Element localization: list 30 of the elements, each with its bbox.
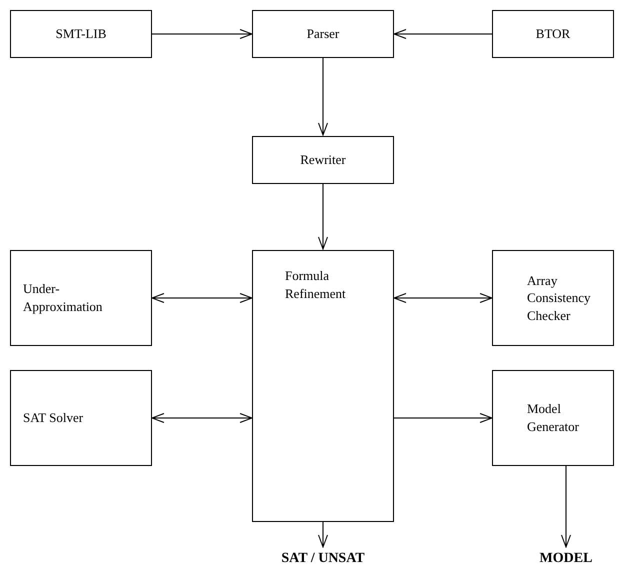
output-label: MODEL — [526, 548, 606, 570]
node-label: Rewriter — [300, 151, 346, 169]
arrow — [394, 29, 492, 39]
process-box — [10, 250, 152, 346]
arrow — [152, 413, 252, 423]
arrow — [394, 293, 492, 303]
arrow — [318, 522, 328, 548]
process-box — [10, 370, 152, 466]
node-label: Parser — [306, 25, 340, 43]
node-label: Formula Refinement — [285, 267, 347, 302]
process-box — [252, 136, 394, 184]
process-box — [10, 10, 152, 58]
process-box — [492, 370, 614, 466]
arrow — [394, 413, 492, 423]
process-box — [252, 10, 394, 58]
process-box — [252, 250, 394, 522]
arrow — [318, 184, 328, 250]
node-label: Under-Approximation — [23, 280, 104, 316]
node-label: SMT-LIB — [56, 25, 106, 43]
arrow — [561, 466, 571, 548]
node-label: SAT Solver — [23, 409, 84, 427]
node-label: Array Consistency Checker — [527, 272, 592, 324]
output-label: SAT / UNSAT — [273, 548, 373, 570]
node-label: BTOR — [536, 25, 570, 43]
process-box — [492, 10, 614, 58]
arrow — [152, 293, 252, 303]
arrow — [318, 58, 328, 136]
arrow — [152, 29, 252, 39]
process-box — [492, 250, 614, 346]
node-label: Model Generator — [527, 400, 580, 436]
